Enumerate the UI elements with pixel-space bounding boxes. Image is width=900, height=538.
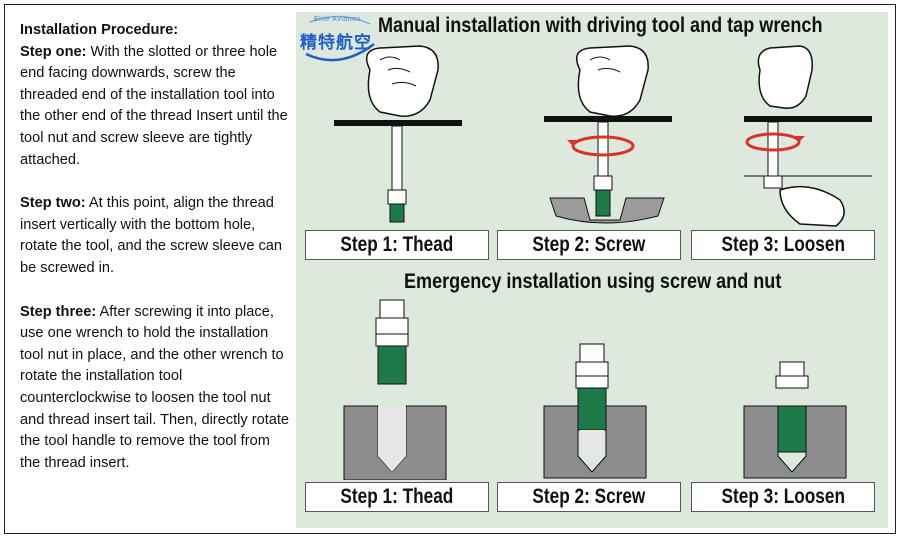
- manual-step3-illustration: [744, 45, 872, 227]
- emergency-step2-illustration: [543, 343, 647, 479]
- emergency-heading: Emergency installation using screw and n…: [404, 270, 782, 293]
- step-two-label: Step two:: [20, 195, 86, 212]
- logo-english: Elite Aviation: [314, 16, 361, 23]
- step-one-text: With the slotted or three hole end facin…: [20, 43, 288, 168]
- emergency-step3-label: Step 3: Loosen: [691, 482, 875, 512]
- step-three-text: After screwing it into place, use one wr…: [20, 303, 290, 471]
- procedure-title: Installation Procedure:: [20, 22, 179, 38]
- procedure-text: Installation Procedure: Step one: With t…: [20, 20, 290, 496]
- emergency-step2-label: Step 2: Screw: [497, 482, 681, 512]
- emergency-step3-illustration: [743, 361, 847, 479]
- manual-step3-label: Step 3: Loosen: [691, 230, 875, 260]
- emergency-step1-label: Step 1: Thead: [305, 482, 489, 512]
- elite-aviation-logo: Elite Aviation 精特航空: [300, 14, 378, 64]
- manual-step1-illustration: [334, 45, 462, 223]
- manual-step2-illustration: [544, 45, 672, 224]
- step-three-label: Step three:: [20, 303, 97, 320]
- step-one-label: Step one:: [20, 43, 87, 60]
- manual-heading: Manual installation with driving tool an…: [378, 14, 823, 37]
- logo-swoosh-icon: [305, 15, 375, 62]
- logo-chinese: 精特航空: [300, 33, 372, 53]
- manual-step2-label: Step 2: Screw: [497, 230, 681, 260]
- step-two-paragraph: Step two: At this point, align the threa…: [20, 193, 290, 279]
- manual-step1-label: Step 1: Thead: [305, 230, 489, 260]
- emergency-step1-illustration: [343, 299, 447, 480]
- step-three-paragraph: Step three: After screwing it into place…: [20, 302, 290, 475]
- step-one-paragraph: Step one: With the slotted or three hole…: [20, 42, 290, 172]
- step-two-text: At this point, align the thread insert v…: [20, 195, 283, 276]
